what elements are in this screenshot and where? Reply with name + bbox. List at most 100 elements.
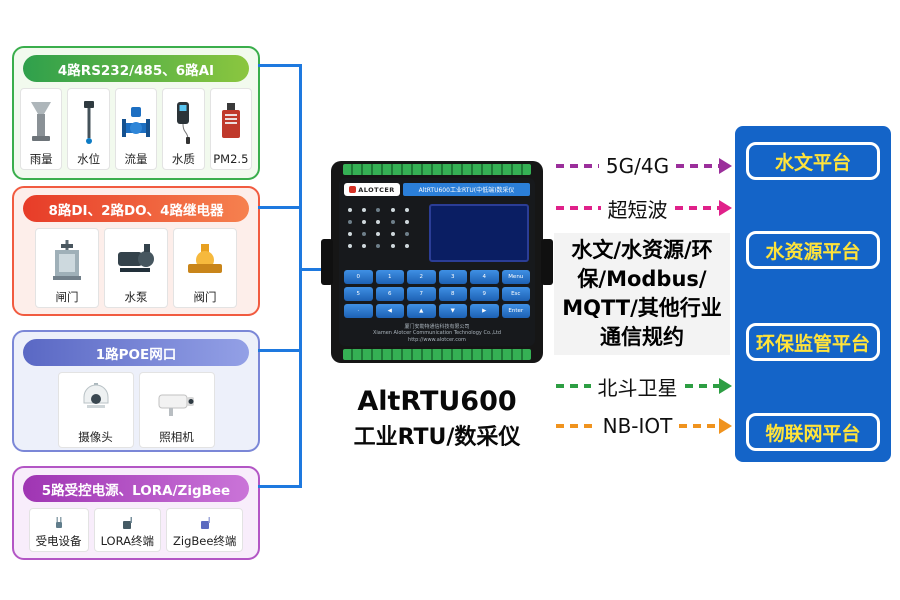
item-water-level: 水位 <box>67 88 110 170</box>
item-label: 阀门 <box>193 290 217 304</box>
dashed-line <box>556 384 591 388</box>
platform-environment-supervision: 环保监管平台 <box>746 323 880 361</box>
group-power-lora-zigbee-items: 受电设备 LORA终端 ZigBee终端 <box>14 508 258 552</box>
item-rain-gauge: 雨量 <box>19 88 63 170</box>
box-camera-icon <box>157 376 197 430</box>
keypad-key: ▶ <box>470 304 499 318</box>
item-label: 水质 <box>171 152 195 166</box>
link-label: 5G/4G <box>605 154 670 178</box>
device-front-panel: ALOTCER AltRTU600工业RTU(中低端)数采仪 0 1 2 3 4… <box>339 178 535 346</box>
zigbee-terminal-icon <box>198 512 212 534</box>
item-valve: 阀门 <box>173 228 237 308</box>
water-level-sensor-icon <box>76 92 102 152</box>
brand-name: ALOTCER <box>358 185 395 194</box>
group-poe-items: 摄像头 照相机 <box>14 372 258 448</box>
terminal-block-top <box>343 164 531 175</box>
item-label: 水泵 <box>124 290 148 304</box>
keypad-key: 8 <box>438 287 467 301</box>
led-indicator-grid <box>348 208 410 248</box>
item-label: 受电设备 <box>35 534 82 548</box>
item-flow: 流量 <box>114 88 158 170</box>
group-power-lora-zigbee-header: 5路受控电源、LORA/ZigBee <box>23 475 249 502</box>
protocol-line: 保/Modbus/ <box>577 267 707 291</box>
group-di-do-relay-header: 8路DI、2路DO、4路继电器 <box>23 195 249 222</box>
terminal-block-bottom <box>343 349 531 360</box>
connector-line-device <box>299 268 333 271</box>
dashed-line <box>676 164 719 168</box>
item-dome-camera: 摄像头 <box>57 372 134 448</box>
platform-water-resources: 水资源平台 <box>746 231 880 269</box>
arrowhead-right-icon <box>719 200 732 216</box>
valve-icon <box>186 232 224 290</box>
item-gate: 闸门 <box>35 228 99 308</box>
item-pm25: PM2.5 <box>209 88 253 170</box>
item-box-camera: 照相机 <box>138 372 215 448</box>
group-power-lora-zigbee: 5路受控电源、LORA/ZigBee 受电设备 LORA终端 ZigBee终端 <box>12 466 260 560</box>
item-powered-device: 受电设备 <box>28 508 89 552</box>
water-pump-icon <box>116 232 156 290</box>
keypad-key: · <box>344 304 373 318</box>
keypad-key: 5 <box>344 287 373 301</box>
link-label: 北斗卫星 <box>597 375 678 400</box>
link-label: NB-IOT <box>602 414 673 438</box>
item-label: 摄像头 <box>78 430 113 444</box>
group-di-do-relay-items: 闸门 水泵 阀门 <box>14 228 258 308</box>
rain-gauge-icon <box>28 92 54 152</box>
platform-panel: 水文平台 水资源平台 环保监管平台 物联网平台 <box>735 126 891 462</box>
dome-camera-icon <box>79 376 113 430</box>
group-di-do-relay: 8路DI、2路DO、4路继电器 闸门 水泵 阀门 <box>12 186 260 316</box>
rtu-device: ALOTCER AltRTU600工业RTU(中低端)数采仪 0 1 2 3 4… <box>321 161 553 363</box>
lcd-screen <box>429 204 529 262</box>
flow-meter-icon <box>121 92 151 152</box>
keypad-key: 2 <box>407 270 436 284</box>
group-poe: 1路POE网口 摄像头 照相机 <box>12 330 260 452</box>
keypad-key: 3 <box>438 270 467 284</box>
device-caption: AltRTU600 工业RTU/数采仪 <box>317 386 557 451</box>
dashed-line <box>674 206 719 210</box>
pm25-sensor-icon <box>218 92 244 152</box>
link-nb-iot: NB-IOT <box>556 410 733 442</box>
platform-hydrology: 水文平台 <box>746 142 880 180</box>
keypad-key: ◀ <box>375 304 404 318</box>
item-label: 闸门 <box>55 290 79 304</box>
keypad-key: 7 <box>407 287 436 301</box>
protocol-note: 水文/水资源/环 保/Modbus/ MQTT/其他行业 通信规约 <box>554 233 730 355</box>
dashed-line <box>684 384 719 388</box>
company-url: http://www.alotcer.com <box>408 336 466 343</box>
arrowhead-right-icon <box>719 378 732 394</box>
device-model-name: AltRTU600 <box>357 386 517 417</box>
sluice-gate-icon <box>49 232 85 290</box>
device-panel-title: AltRTU600工业RTU(中低端)数采仪 <box>403 183 530 196</box>
keypad-key: 9 <box>470 287 499 301</box>
device-type-name: 工业RTU/数采仪 <box>353 425 521 450</box>
lora-terminal-icon <box>120 512 134 534</box>
connector-line-vertical <box>299 64 302 488</box>
keypad-key: Menu <box>501 270 530 284</box>
item-label: ZigBee终端 <box>173 534 237 548</box>
connector-line-group2 <box>258 206 302 209</box>
keypad-key: 0 <box>344 270 373 284</box>
powered-device-icon <box>52 512 66 534</box>
group-rs232-ai: 4路RS232/485、6路AI 雨量 水位 流量 <box>12 46 260 180</box>
company-name-en: Xiamen Alotcer Communication Technology … <box>372 330 502 336</box>
link-5g-4g: 5G/4G <box>556 150 732 182</box>
item-water-quality: 水质 <box>162 88 205 170</box>
connector-line-group3 <box>258 349 302 352</box>
mounting-ear-left <box>321 239 333 285</box>
link-label: 超短波 <box>607 197 668 222</box>
keypad-key: ▲ <box>407 304 436 318</box>
connector-line-group4 <box>258 485 302 488</box>
mounting-ear-right <box>541 239 553 285</box>
connector-line-group1 <box>258 64 302 67</box>
water-quality-meter-icon <box>170 92 196 152</box>
company-name-cn: 厦门安勒特通信科技有限公司 <box>404 323 470 330</box>
group-rs232-ai-items: 雨量 水位 流量 水质 <box>14 88 258 170</box>
link-beidou-satellite: 北斗卫星 <box>556 370 732 402</box>
group-poe-header: 1路POE网口 <box>23 339 249 366</box>
keypad: 0 1 2 3 4 Menu 5 6 7 8 9 Esc · ◀ ▲ ▼ ▶ E… <box>344 270 530 318</box>
keypad-key: 1 <box>375 270 404 284</box>
brand-logo-icon <box>349 186 357 193</box>
keypad-key: 4 <box>470 270 499 284</box>
arrowhead-right-icon <box>719 418 733 434</box>
